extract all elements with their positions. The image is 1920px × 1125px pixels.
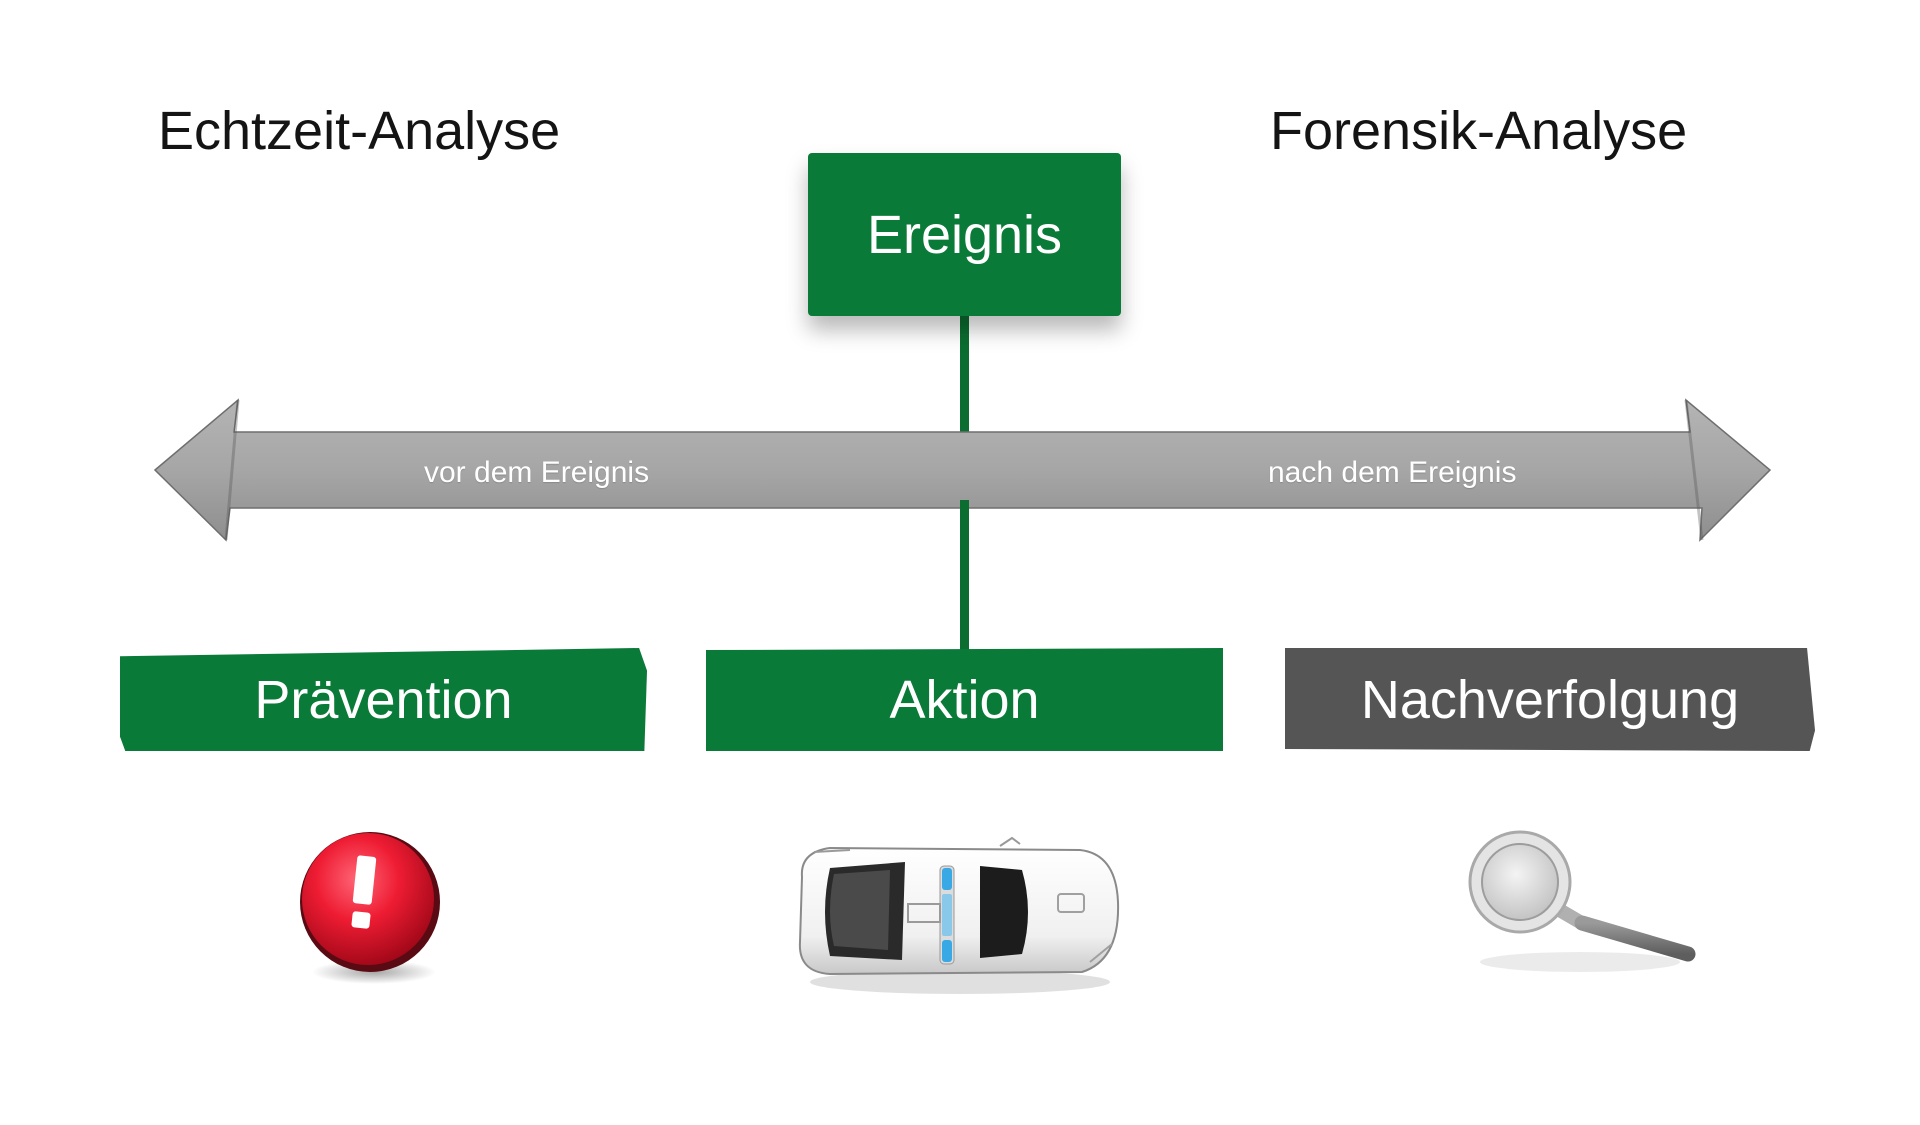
magnifier-icon [1460, 830, 1710, 980]
phase-box-tracking: Nachverfolgung [1285, 648, 1815, 751]
alert-icon [290, 826, 450, 986]
label-before-event: vor dem Ereignis [424, 456, 650, 489]
phase-box-prevention: Prävention [120, 648, 647, 751]
event-connector-top [960, 312, 969, 440]
phase-label-prevention: Prävention [254, 669, 513, 730]
phase-box-action: Aktion [706, 648, 1223, 751]
event-connector-bottom [960, 500, 969, 650]
event-label: Ereignis [866, 204, 1063, 265]
label-after-event: nach dem Ereignis [1268, 456, 1517, 489]
phase-label-tracking: Nachverfolgung [1360, 669, 1740, 730]
phase-label-action: Aktion [889, 669, 1040, 730]
police-car-icon [790, 832, 1130, 1002]
heading-realtime-analysis: Echtzeit-Analyse [158, 101, 561, 161]
timeline-arrow-shape [153, 398, 1772, 542]
event-box: Ereignis [808, 153, 1121, 316]
heading-forensic-analysis: Forensik-Analyse [1270, 101, 1688, 161]
